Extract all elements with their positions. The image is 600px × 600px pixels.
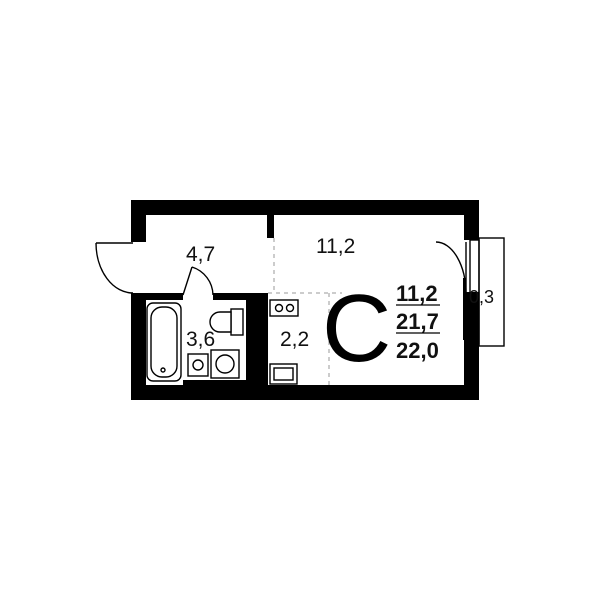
total-area-with-balcony: 22,0 [396, 338, 439, 363]
bathtub [146, 302, 182, 382]
stove [269, 299, 299, 317]
living-area-label: 11,2 [316, 235, 355, 258]
washing-machine [210, 349, 240, 379]
bathroom-door [182, 266, 214, 296]
zone-lines [268, 238, 342, 385]
entrance-door [95, 242, 134, 294]
balcony-door [435, 241, 467, 295]
bathroom-area-label: 3,6 [186, 328, 215, 351]
total-area: 21,7 [396, 309, 439, 334]
kitchen-sink [269, 363, 298, 385]
kitchen-area-label: 2,2 [280, 328, 309, 351]
interior-walls [134, 212, 274, 385]
apartment-type-letter: C [322, 275, 391, 382]
balcony [463, 237, 505, 347]
outer-walls [131, 200, 479, 400]
washbasin [187, 353, 209, 377]
balcony-area-label: 0,3 [469, 287, 494, 307]
hallway-area-label: 4,7 [186, 243, 215, 266]
living-area-total: 11,2 [396, 281, 438, 306]
toilet [209, 308, 244, 336]
